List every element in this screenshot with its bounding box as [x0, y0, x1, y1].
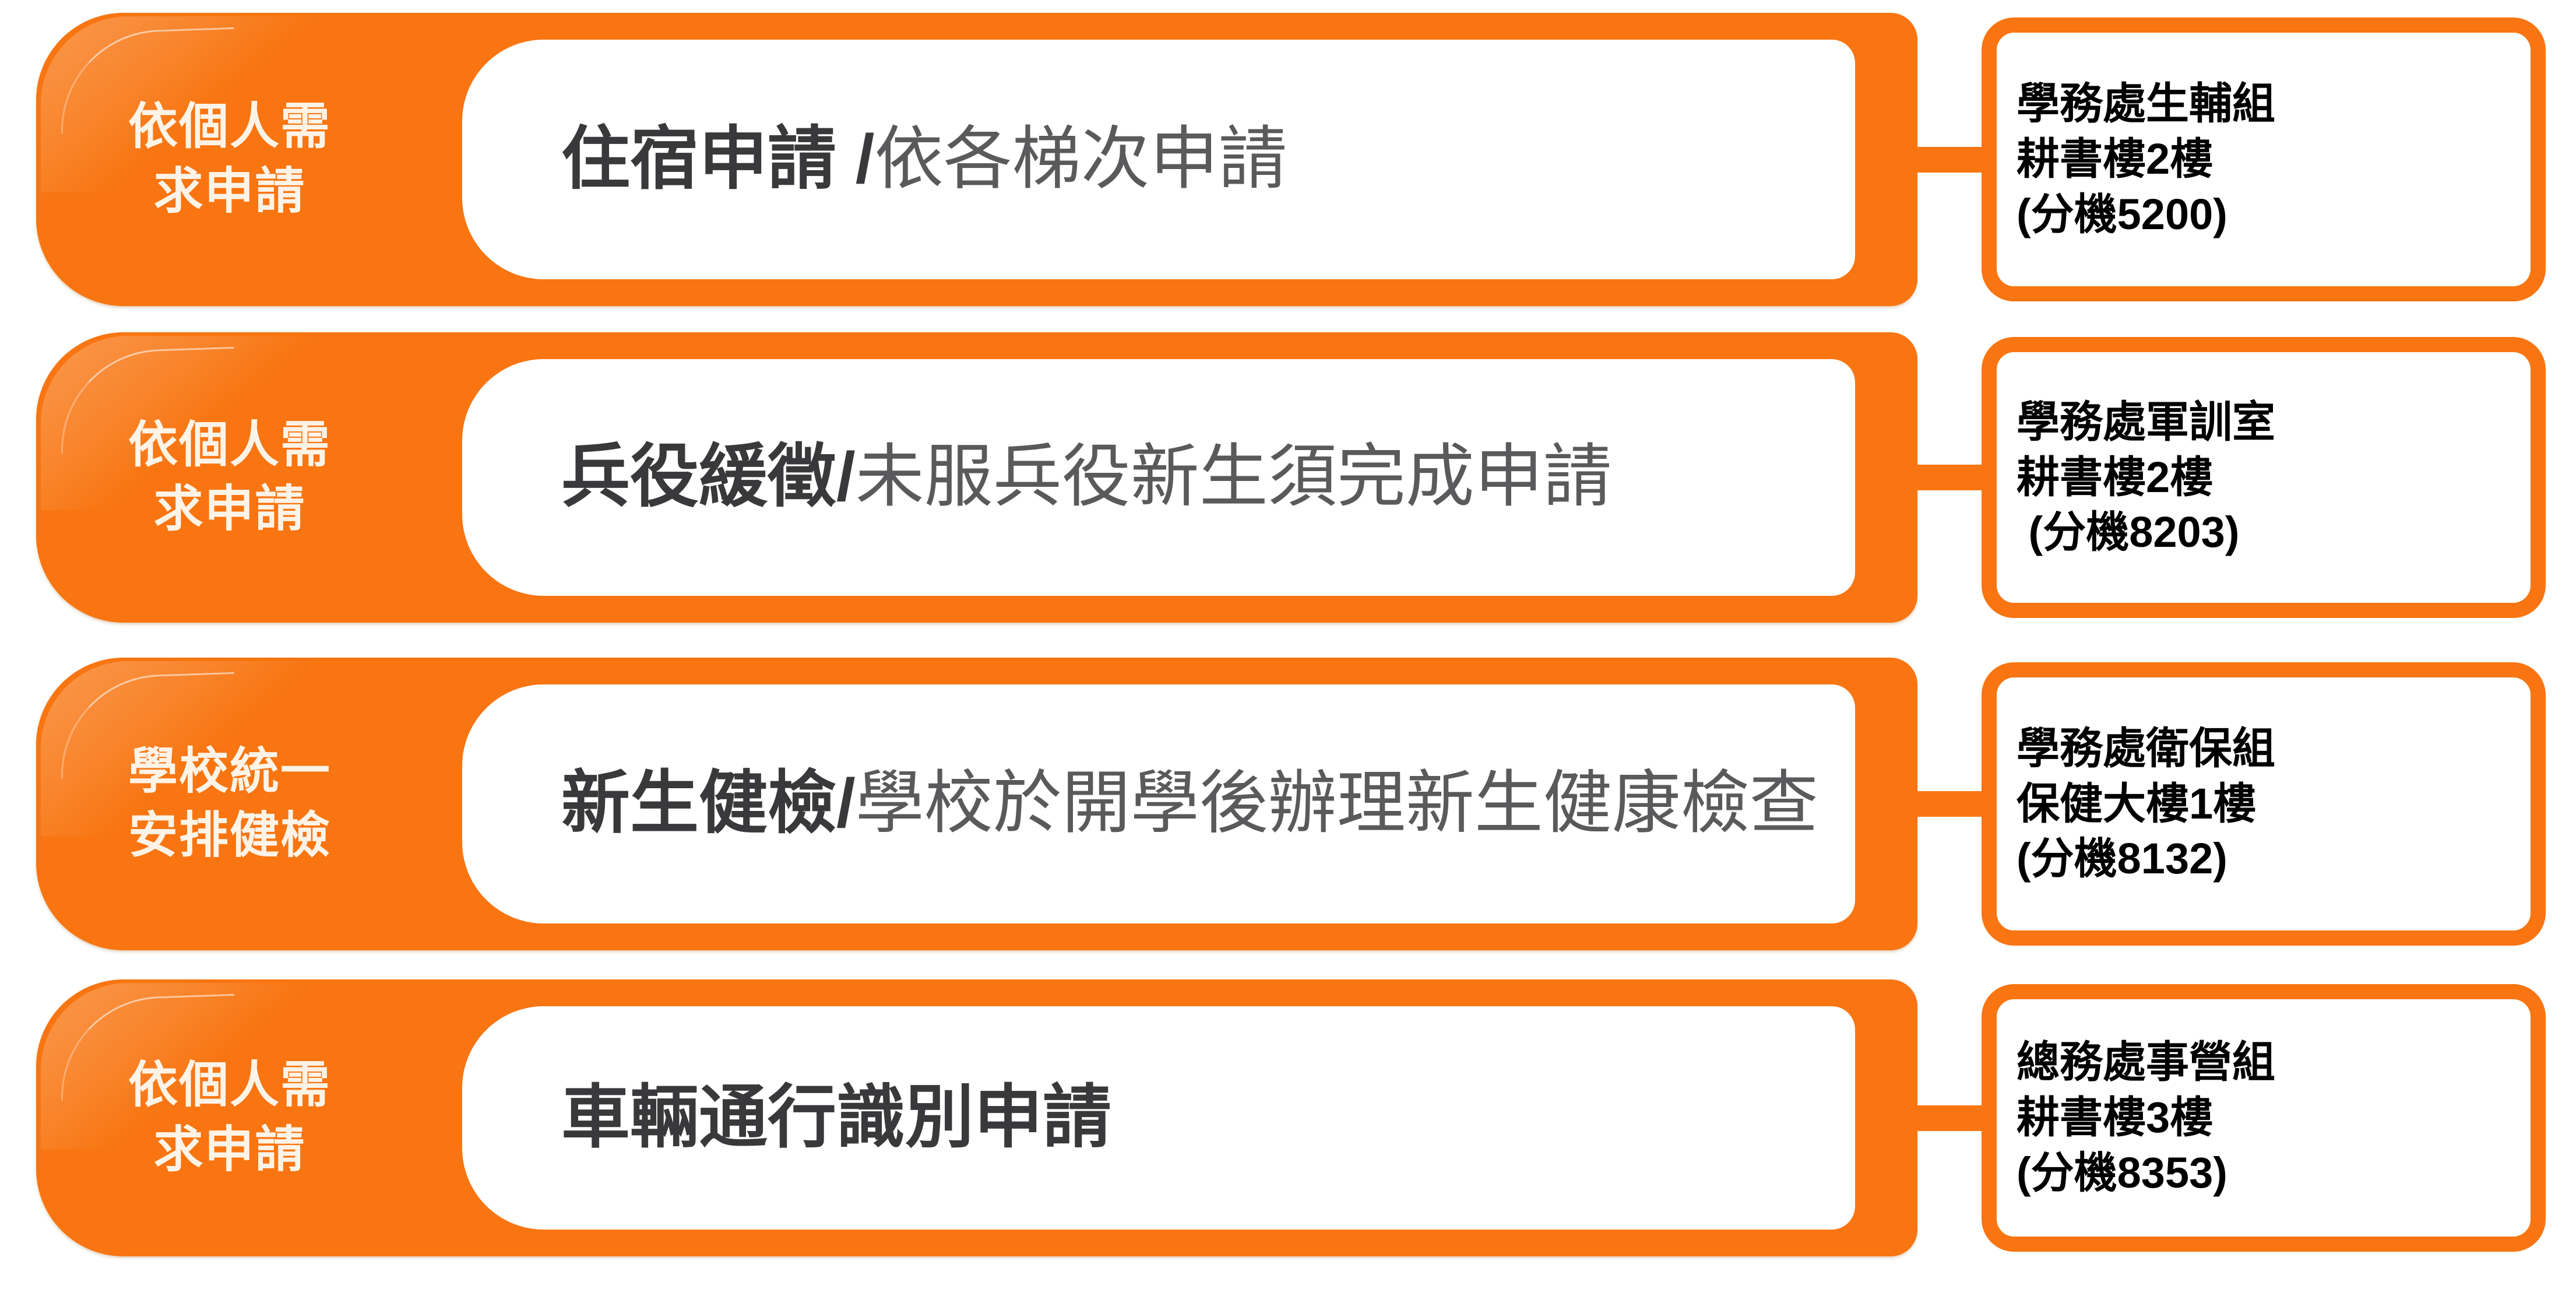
contact-box: 學務處生輔組 耕書樓2樓 (分機5200)	[1982, 17, 2546, 301]
service-row: 依個人需 求申請 住宿申請 /依各梯次申請 學務處生輔組 耕書樓2樓 (分機52…	[0, 13, 2576, 306]
service-title-line: 住宿申請 /依各梯次申請	[561, 118, 1832, 201]
connector-bar	[1912, 1105, 1985, 1131]
service-title: 新生健檢/	[561, 765, 856, 842]
connector-bar	[1912, 791, 1985, 817]
service-title: 住宿申請 /	[561, 120, 875, 198]
contact-office: 總務處事營組	[2017, 1038, 2275, 1087]
service-title-line: 車輛通行識別申請	[561, 1077, 1832, 1160]
service-card: 車輛通行識別申請	[462, 1006, 1855, 1230]
requirement-badge: 依個人需 求申請	[128, 99, 331, 219]
service-card: 兵役緩徵/未服兵役新生須完成申請	[462, 359, 1855, 596]
contact-office: 學務處軍訓室	[2017, 397, 2275, 446]
service-title-line: 兵役緩徵/未服兵役新生須完成申請	[561, 436, 1832, 519]
service-title: 兵役緩徵/	[561, 438, 856, 516]
service-title: 車輛通行識別申請	[561, 1079, 1112, 1156]
requirement-badge: 依個人需 求申請	[128, 417, 331, 538]
service-detail: 未服兵役新生須完成申請	[855, 438, 1612, 516]
contact-office: 學務處生輔組	[2017, 79, 2275, 128]
contact-location: 保健大樓1樓	[2017, 779, 2257, 828]
contact-location: 耕書樓2樓	[2017, 452, 2213, 501]
contact-extension: (分機8353)	[2017, 1148, 2227, 1197]
connector-bar	[1912, 146, 1985, 173]
contact-box: 總務處事營組 耕書樓3樓 (分機8353)	[1982, 984, 2546, 1252]
service-card: 住宿申請 /依各梯次申請	[462, 40, 1855, 279]
service-card: 新生健檢/學校於開學後辦理新生健康檢查	[462, 684, 1855, 923]
service-title-line: 新生健檢/學校於開學後辦理新生健康檢查	[561, 763, 1832, 845]
contact-location: 耕書樓2樓	[2017, 135, 2213, 184]
contact-location: 耕書樓3樓	[2017, 1093, 2213, 1142]
requirement-badge: 依個人需 求申請	[128, 1058, 331, 1178]
contact-extension: (分機5200)	[2017, 189, 2227, 238]
service-detail: 依各梯次申請	[874, 120, 1287, 198]
service-row: 依個人需 求申請 車輛通行識別申請 總務處事營組 耕書樓3樓 (分機8353)	[0, 979, 2576, 1256]
connector-bar	[1912, 465, 1985, 490]
contact-extension: (分機8132)	[2017, 834, 2227, 883]
service-detail: 學校於開學後辦理新生健康檢查	[855, 765, 1818, 842]
contact-box: 學務處衛保組 保健大樓1樓 (分機8132)	[1982, 662, 2546, 946]
contact-box: 學務處軍訓室 耕書樓2樓 (分機8203)	[1982, 337, 2546, 618]
service-row: 學校統一 安排健檢 新生健檢/學校於開學後辦理新生健康檢查 學務處衛保組 保健大…	[0, 658, 2576, 950]
contact-office: 學務處衛保組	[2017, 724, 2275, 772]
contact-extension: (分機8203)	[2017, 508, 2240, 557]
service-row: 依個人需 求申請 兵役緩徵/未服兵役新生須完成申請 學務處軍訓室 耕書樓2樓 (…	[0, 332, 2576, 623]
requirement-badge: 學校統一 安排健檢	[128, 743, 331, 864]
